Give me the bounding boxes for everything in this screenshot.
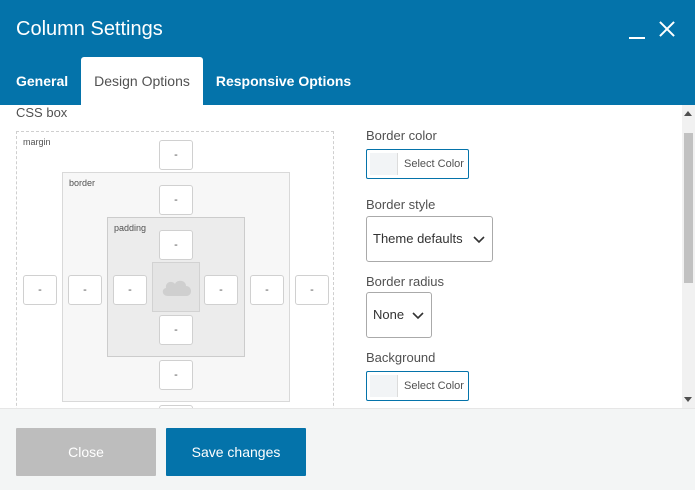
border-color-label: Border color: [366, 128, 437, 143]
close-button[interactable]: Close: [16, 428, 156, 476]
modal-header: Column Settings General Design Options R…: [0, 0, 695, 105]
scroll-down-arrow-icon[interactable]: [684, 397, 692, 402]
modal-footer: Close Save changes: [0, 408, 695, 490]
padding-left-input[interactable]: -: [113, 275, 147, 305]
border-left-input[interactable]: -: [68, 275, 102, 305]
tab-design-options[interactable]: Design Options: [81, 57, 203, 105]
border-color-picker[interactable]: Select Color: [366, 149, 469, 179]
border-right-input[interactable]: -: [250, 275, 284, 305]
modal-title: Column Settings: [16, 18, 163, 40]
margin-left-input[interactable]: -: [23, 275, 57, 305]
tab-responsive-options[interactable]: Responsive Options: [215, 73, 352, 89]
margin-box: margin: [16, 131, 334, 408]
border-bottom-input[interactable]: -: [159, 360, 193, 390]
margin-bottom-input[interactable]: -: [159, 405, 193, 408]
scroll-thumb[interactable]: [684, 133, 693, 283]
border-color-button-label: Select Color: [404, 158, 464, 170]
save-changes-button[interactable]: Save changes: [166, 428, 306, 476]
minimize-icon[interactable]: [624, 16, 650, 42]
margin-top-input[interactable]: -: [159, 140, 193, 170]
padding-label: padding: [114, 223, 147, 233]
chevron-down-icon: [473, 236, 485, 244]
background-label: Background: [366, 350, 436, 365]
border-top-input[interactable]: -: [159, 185, 193, 215]
background-color-swatch: [370, 375, 398, 397]
border-radius-value: None: [373, 307, 405, 322]
content-box: [152, 262, 200, 312]
border-label: border: [69, 178, 96, 188]
padding-bottom-input[interactable]: -: [159, 315, 193, 345]
margin-label: margin: [23, 137, 51, 147]
border-radius-select[interactable]: None: [366, 292, 432, 338]
design-options-panel: CSS box margin border padding - - - - - …: [0, 105, 682, 408]
css-box-title: CSS box: [16, 105, 68, 120]
border-style-label: Border style: [366, 197, 436, 212]
padding-right-input[interactable]: -: [204, 275, 238, 305]
scroll-up-arrow-icon[interactable]: [684, 111, 692, 116]
close-icon[interactable]: [654, 16, 680, 42]
chevron-down-icon: [412, 312, 424, 320]
background-color-picker[interactable]: Select Color: [366, 371, 469, 401]
background-color-button-label: Select Color: [404, 380, 464, 392]
border-radius-label: Border radius: [366, 274, 445, 289]
padding-top-input[interactable]: -: [159, 230, 193, 260]
border-style-select[interactable]: Theme defaults: [366, 216, 493, 262]
cloud-icon: [162, 280, 192, 296]
border-style-value: Theme defaults: [373, 231, 463, 246]
content-scrollbar[interactable]: [682, 105, 695, 408]
tab-general[interactable]: General: [16, 73, 69, 89]
margin-right-input[interactable]: -: [295, 275, 329, 305]
tab-bar: General Design Options Responsive Option…: [0, 57, 364, 105]
border-color-swatch: [370, 153, 398, 175]
